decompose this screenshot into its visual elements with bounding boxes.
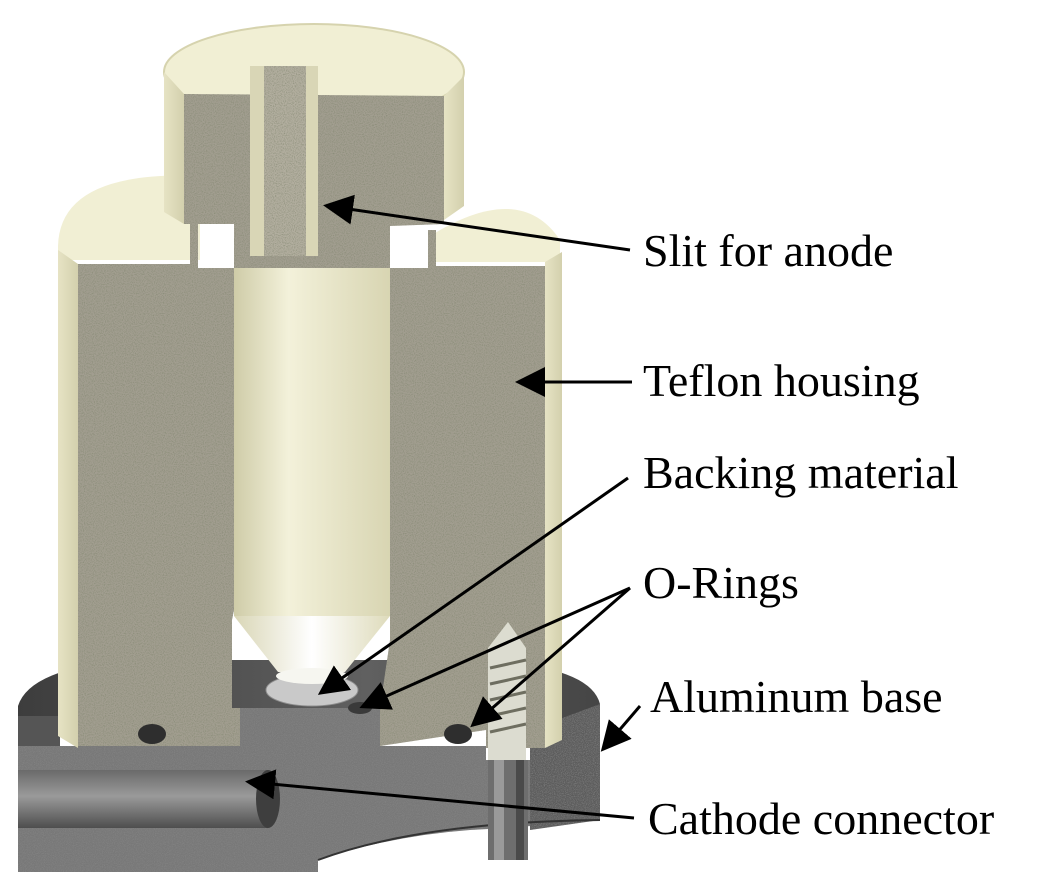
housing-outer-left xyxy=(58,250,78,748)
label-cathode-connector: Cathode connector xyxy=(648,793,994,844)
bore-cone xyxy=(234,616,390,672)
leader-oring-right xyxy=(470,586,631,728)
leader-oring-center xyxy=(359,586,631,710)
o-ring-left xyxy=(138,724,166,744)
label-slit-for-anode: Slit for anode xyxy=(643,225,893,276)
label-aluminum-base: Aluminum base xyxy=(650,671,943,722)
teflon-housing xyxy=(58,175,562,748)
leader-connector xyxy=(245,769,635,820)
label-teflon-housing: Teflon housing xyxy=(643,355,920,406)
leader-backing xyxy=(317,476,629,695)
label-backing-material: Backing material xyxy=(643,447,959,498)
base-section-face xyxy=(18,708,600,872)
leader-slit xyxy=(323,194,631,252)
housing-cap xyxy=(163,23,465,268)
cap-outer-left xyxy=(164,72,184,224)
leader-lines xyxy=(245,194,642,820)
connector-channel xyxy=(18,770,268,828)
leader-base xyxy=(600,705,642,752)
housing-outer-right xyxy=(545,252,562,748)
o-ring-right xyxy=(444,724,472,744)
cap-outer-right xyxy=(444,76,464,220)
connector-channel-end xyxy=(256,770,280,828)
label-o-rings: O-Rings xyxy=(643,557,799,608)
housing-section-face-right xyxy=(380,230,545,748)
anode-slit xyxy=(250,66,264,256)
base-front-edge xyxy=(317,819,601,861)
housing-section-face xyxy=(78,224,240,746)
central-bore xyxy=(234,268,390,616)
